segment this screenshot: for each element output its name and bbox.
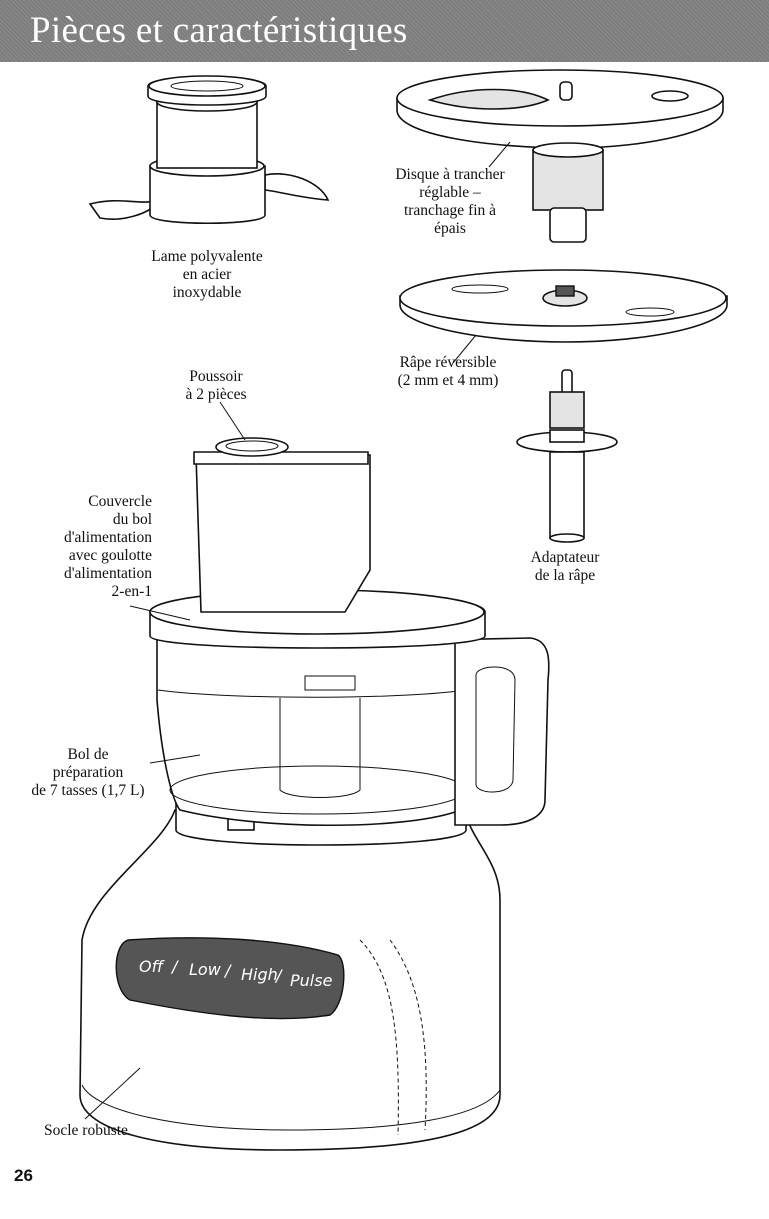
label-adapter-line-2: de la râpe bbox=[534, 567, 596, 584]
label-bowl-line-1: Bol de bbox=[67, 746, 109, 763]
label-bowl: Bol de préparation de 7 tasses (1,7 L) bbox=[2, 746, 174, 800]
label-lid-line-1: Couvercle bbox=[88, 493, 152, 510]
label-bowl-line-3: de 7 tasses (1,7 L) bbox=[31, 782, 145, 799]
label-adapter: Adaptateur de la râpe bbox=[505, 549, 625, 585]
label-bowl-line-2: préparation bbox=[52, 764, 124, 781]
label-blade-line-2: en acier bbox=[182, 266, 232, 283]
page-number: 26 bbox=[14, 1166, 33, 1185]
label-base-line-1: Socle robuste bbox=[44, 1122, 128, 1139]
label-lid-line-3: d'alimentation bbox=[63, 529, 152, 546]
control-label-high: High bbox=[241, 965, 278, 984]
label-lid-line-2: du bol bbox=[112, 511, 152, 528]
grater-drawing bbox=[399, 269, 728, 343]
label-slicing-disc-line-3: tranchage fin à bbox=[403, 202, 497, 219]
label-grater: Râpe réversible (2 mm et 4 mm) bbox=[378, 354, 518, 390]
svg-text:/: / bbox=[223, 961, 232, 980]
label-pusher: Poussoir à 2 pièces bbox=[160, 368, 272, 404]
control-label-off: Off bbox=[139, 957, 166, 976]
label-blade-line-1: Lame polyvalente bbox=[151, 248, 263, 265]
header-banner: Pièces et caractéristiques bbox=[0, 0, 769, 62]
svg-text:/: / bbox=[274, 966, 283, 985]
label-slicing-disc-line-1: Disque à trancher bbox=[395, 166, 505, 183]
control-label-pulse: Pulse bbox=[290, 971, 333, 990]
label-grater-line-2: (2 mm et 4 mm) bbox=[397, 372, 499, 389]
label-lid-line-6: 2-en-1 bbox=[111, 583, 152, 600]
adapter-drawing bbox=[516, 369, 618, 543]
slicing-disc-drawing bbox=[396, 69, 724, 243]
label-blade-line-3: inoxydable bbox=[172, 284, 242, 301]
label-pusher-line-2: à 2 pièces bbox=[185, 386, 247, 403]
label-lid-line-4: avec goulotte bbox=[68, 547, 152, 564]
label-blade: Lame polyvalente en acier inoxydable bbox=[138, 248, 276, 302]
label-grater-line-1: Râpe réversible bbox=[399, 354, 497, 371]
page-title: Pièces et caractéristiques bbox=[30, 10, 408, 51]
label-base: Socle robuste bbox=[44, 1122, 128, 1140]
label-slicing-disc-line-4: épais bbox=[434, 220, 466, 237]
label-lid: Couvercle du bol d'alimentation avec gou… bbox=[8, 493, 152, 601]
label-slicing-disc: Disque à trancher réglable – tranchage f… bbox=[370, 166, 530, 238]
label-adapter-line-1: Adaptateur bbox=[530, 549, 600, 566]
processor-drawing: Off / Low / High / Pulse bbox=[79, 437, 550, 1151]
label-pusher-line-1: Poussoir bbox=[189, 368, 243, 385]
blade-drawing bbox=[88, 75, 330, 225]
label-slicing-disc-line-2: réglable – bbox=[419, 184, 481, 201]
svg-text:/: / bbox=[170, 957, 179, 976]
control-label-low: Low bbox=[189, 960, 222, 979]
label-lid-line-5: d'alimentation bbox=[63, 565, 152, 582]
